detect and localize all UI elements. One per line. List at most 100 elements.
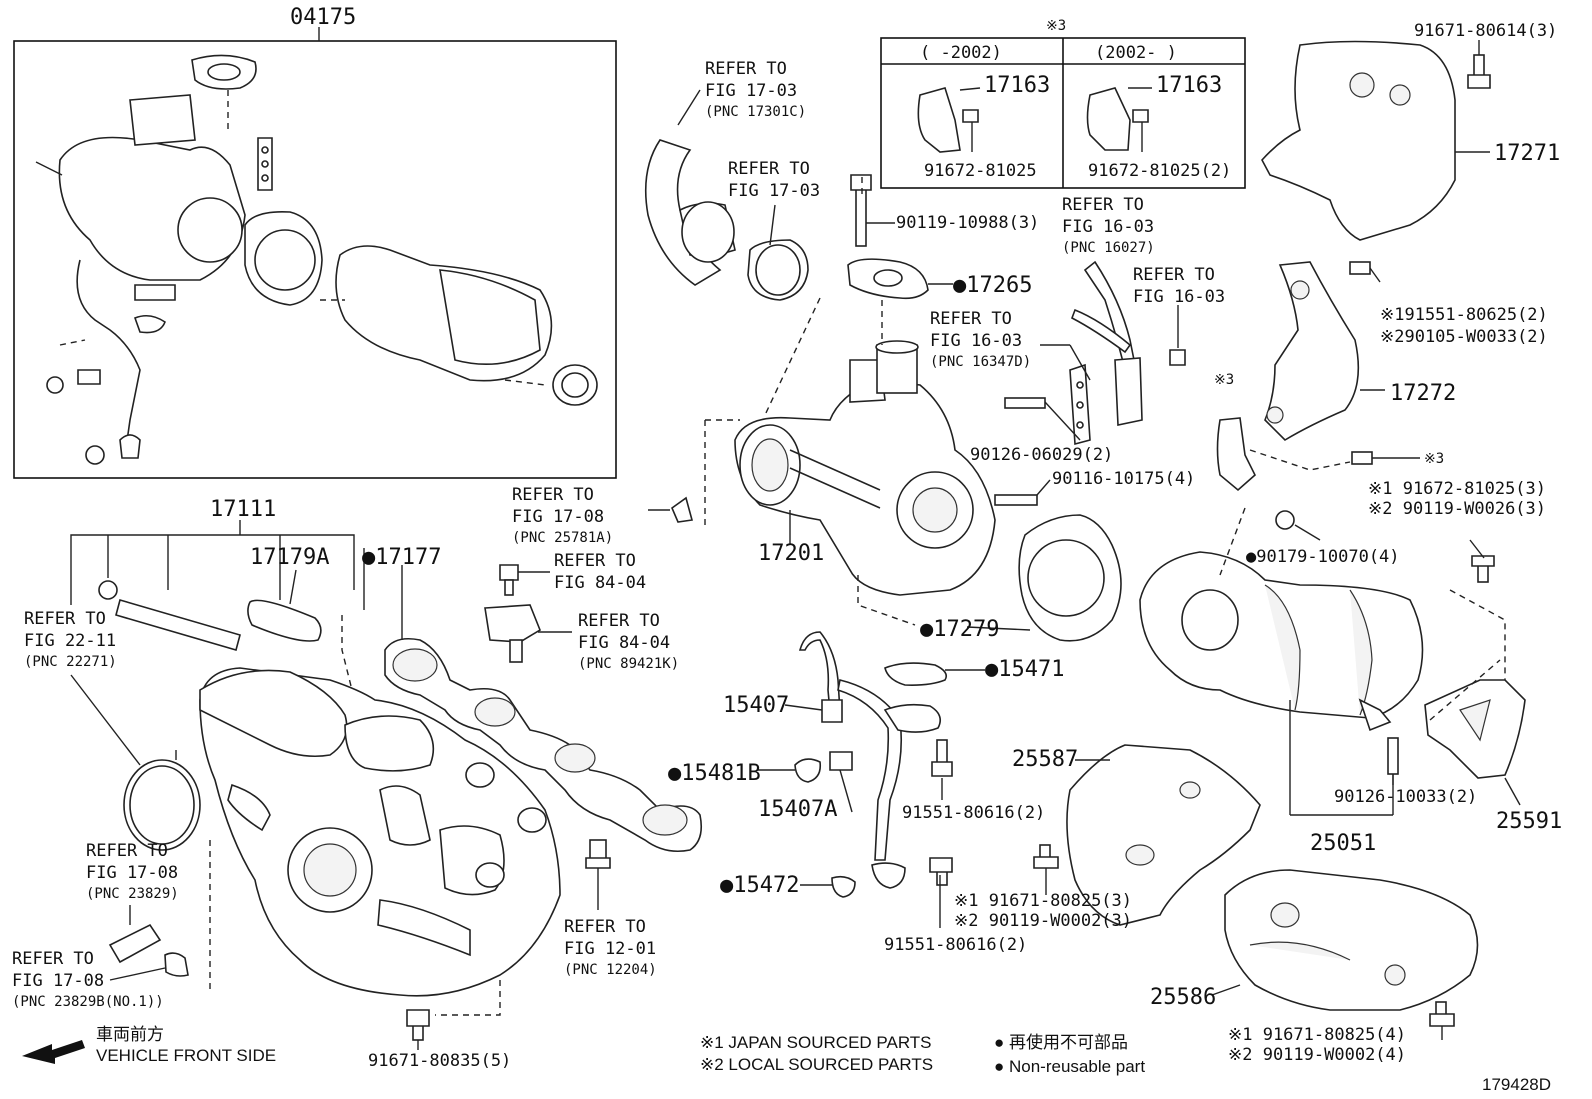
variant-col2-part: 17163 [1156, 73, 1222, 98]
pnc-15472: ●15472 [720, 873, 799, 898]
figure-id: 179428D [1482, 1075, 1551, 1094]
pnc-90179-10070: ●90179-10070(4) [1246, 547, 1400, 567]
pnc-17201: 17201 [758, 541, 824, 566]
refer-fig-84-04-b-line2: FIG 84-04 [578, 633, 670, 653]
heat-insulator-17272 [1216, 261, 1420, 492]
refer-fig-16-03-c-line1: REFER TO [930, 309, 1012, 329]
refer-fig-17-08-b-line3: (PNC 23829) [86, 886, 179, 902]
refer-fig-12-01-line1: REFER TO [564, 917, 646, 937]
pnc-15407a: 15407A [758, 797, 837, 822]
gasket-17279 [857, 514, 1122, 642]
pnc-90119-w0002-d: ※2 90119-W0002(4) [1228, 1045, 1406, 1065]
variant-col1-header: ( -2002) [920, 43, 1002, 63]
pnc-90119-10988: 90119-10988(3) [896, 213, 1039, 233]
pnc-90126-06029: 90126-06029(2) [970, 445, 1113, 465]
pnc-91671-80825-d: ※1 91671-80825(4) [1228, 1025, 1406, 1045]
legend-non-reusable-en: ● Non-reusable part [994, 1057, 1145, 1076]
pnc-91551-80616-b: 91551-80616(2) [884, 935, 1027, 955]
front-arrow-icon [22, 1040, 85, 1064]
pnc-17271: 17271 [1494, 141, 1560, 166]
refer-fig-17-08-c-line1: REFER TO [12, 949, 94, 969]
pnc-90126-10033: 90126-10033(2) [1334, 787, 1477, 807]
pnc-04175: 04175 [290, 5, 356, 30]
legend-japan-sourced: ※1 JAPAN SOURCED PARTS [700, 1033, 932, 1052]
refer-fig-12-01-line2: FIG 12-01 [564, 939, 656, 959]
refer-fig-84-04-b-line3: (PNC 89421K) [578, 656, 679, 672]
pnc-17272-variant-marker: ※3 [1214, 372, 1234, 388]
pnc-90105-w0033: ※290105-W0033(2) [1380, 327, 1548, 347]
refer-fig-17-08-c-line2: FIG 17-08 [12, 971, 104, 991]
pnc-15407: 15407 [723, 693, 789, 718]
refer-fig-17-08-b-line2: FIG 17-08 [86, 863, 178, 883]
variant-col2-header: (2002- ) [1095, 43, 1177, 63]
part-labels: REFER TO FIG 17-03 (PNC 17301C) REFER TO… [12, 21, 1562, 1071]
pnc-25587: 25587 [1012, 747, 1078, 772]
front-side-en: VEHICLE FRONT SIDE [96, 1046, 276, 1065]
refer-fig-16-03-c-line3: (PNC 16347D) [930, 354, 1031, 370]
bracket-25591 [1387, 539, 1526, 806]
pressure-sensor [484, 419, 740, 663]
refer-fig-17-03-b-line1: REFER TO [728, 159, 810, 179]
pnc-90119-w0026: ※2 90119-W0026(3) [1368, 499, 1546, 519]
refer-fig-16-03-a-line1: REFER TO [1062, 195, 1144, 215]
turbo-lines [994, 260, 1186, 506]
pnc-91671-80835: 91671-80835(5) [368, 1051, 511, 1071]
refer-fig-17-03-b-line2: FIG 17-03 [728, 181, 820, 201]
pnc-15471: ●15471 [985, 657, 1064, 682]
heat-insulator-25587 [1033, 744, 1261, 926]
refer-fig-84-04-a-line2: FIG 84-04 [554, 573, 646, 593]
heat-insulator-17271 [1261, 40, 1491, 241]
pnc-90116-10175: 90116-10175(4) [1052, 469, 1195, 489]
pnc-91551-80616-a: 91551-80616(2) [902, 803, 1045, 823]
pnc-91672-81025-r: ※1 91672-81025(3) [1368, 479, 1546, 499]
pnc-17279: ●17279 [920, 617, 999, 642]
turbo-top-hardware [764, 174, 953, 416]
refer-fig-22-11-line2: FIG 22-11 [24, 631, 116, 651]
refer-fig-16-03-c-line2: FIG 16-03 [930, 331, 1022, 351]
oil-pipe [758, 631, 985, 928]
legend-local-sourced: ※2 LOCAL SOURCED PARTS [700, 1055, 933, 1074]
variant-table: ※3 ( -2002) (2002- ) 17163 17163 91672-8… [880, 18, 1246, 189]
refer-fig-16-03-a-line3: (PNC 16027) [1062, 240, 1155, 256]
pnc-25051: 25051 [1310, 831, 1376, 856]
refer-fig-17-08-a-line3: (PNC 25781A) [512, 530, 613, 546]
pnc-17272: 17272 [1390, 381, 1456, 406]
intake-hose [644, 89, 809, 301]
pnc-90119-w0002-c: ※2 90119-W0002(3) [954, 911, 1132, 931]
pnc-17179a: 17179A [250, 545, 329, 570]
refer-fig-17-08-c-line3: (PNC 23829B(NO.1)) [12, 994, 164, 1010]
refer-fig-16-03-a-line2: FIG 16-03 [1062, 217, 1154, 237]
refer-fig-84-04-b-line1: REFER TO [578, 611, 660, 631]
exhaust-manifold-17111 [70, 520, 703, 1050]
refer-fig-17-08-b-line1: REFER TO [86, 841, 168, 861]
refer-fig-17-08-a-line2: FIG 17-08 [512, 507, 604, 527]
heat-insulator-25586 [1211, 869, 1479, 1040]
pnc-91671-80825-c: ※1 91671-80825(3) [954, 891, 1132, 911]
turbocharger-17201: 17201 [734, 340, 996, 596]
variant-col2-bolt: 91672-81025(2) [1088, 161, 1231, 181]
pnc-25591: 25591 [1496, 809, 1562, 834]
variant-col1-bolt: 91672-81025 [924, 161, 1037, 181]
pnc-17177: ●17177 [362, 545, 441, 570]
catalytic-converter-25051 [1139, 507, 1424, 816]
refer-fig-17-03-a-line1: REFER TO [705, 59, 787, 79]
pnc-17265: ●17265 [953, 273, 1032, 298]
refer-fig-12-01-line3: (PNC 12204) [564, 962, 657, 978]
variant-col1-part: 17163 [984, 73, 1050, 98]
refer-fig-22-11-line3: (PNC 22271) [24, 654, 117, 670]
pnc-15481b: ●15481B [668, 761, 761, 786]
variant-table-marker: ※3 [1046, 18, 1066, 34]
pnc-91551-80625: ※191551-80625(2) [1380, 305, 1548, 325]
refer-fig-17-03-a-line2: FIG 17-03 [705, 81, 797, 101]
pnc-25586: 25586 [1150, 985, 1216, 1010]
front-side-jp: 車両前方 [96, 1025, 164, 1044]
refer-fig-16-03-b-line2: FIG 16-03 [1133, 287, 1225, 307]
legend-non-reusable-jp: ● 再使用不可部品 [994, 1032, 1128, 1052]
assembly-04175-box: 04175 [13, 5, 617, 479]
refer-fig-16-03-b-line1: REFER TO [1133, 265, 1215, 285]
pnc-17111: 17111 [210, 497, 276, 522]
pnc-91671-80614: 91671-80614(3) [1414, 21, 1557, 41]
refer-fig-22-11-line1: REFER TO [24, 609, 106, 629]
refer-fig-84-04-a-line1: REFER TO [554, 551, 636, 571]
